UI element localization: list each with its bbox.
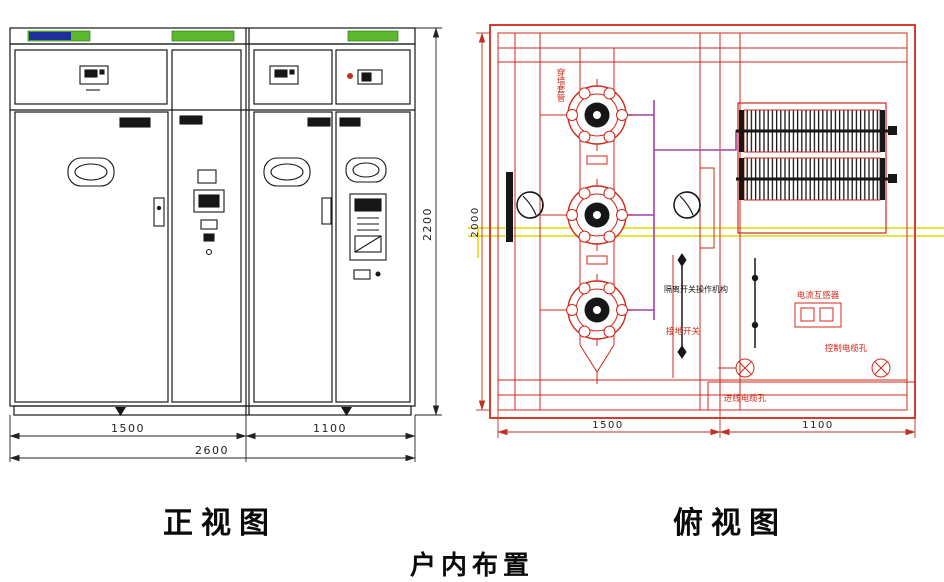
wall-bushing bbox=[560, 78, 634, 152]
door-handle bbox=[153, 197, 165, 227]
dim-top-left: 1500 bbox=[592, 420, 623, 431]
dim-front-right: 1100 bbox=[313, 422, 347, 435]
hinge-line bbox=[751, 258, 759, 348]
front-view-drawing: 1500 1100 2600 2200 bbox=[9, 27, 442, 462]
middle-mechanism bbox=[673, 167, 715, 249]
top-dimensions bbox=[476, 32, 916, 438]
right-door-a-details bbox=[263, 117, 332, 225]
layout-caption: 户内布置 bbox=[409, 551, 534, 581]
left-meter-panel bbox=[79, 65, 109, 91]
middle-instrument-column bbox=[179, 115, 225, 256]
cable-holes bbox=[707, 358, 915, 410]
dim-front-total: 2600 bbox=[195, 444, 229, 457]
dim-top-depth: 2000 bbox=[470, 206, 481, 237]
bushing-label: 穿墙套管 bbox=[555, 67, 565, 103]
control-cable-hole-label: 控制电缆孔 bbox=[825, 343, 868, 354]
top-view-caption: 俯视图 bbox=[673, 506, 787, 541]
front-dimensions bbox=[9, 27, 442, 462]
disconnector-label: 隔离开关操作机构 bbox=[664, 284, 728, 294]
dim-front-left: 1500 bbox=[111, 422, 145, 435]
frame-outline bbox=[489, 24, 916, 419]
dim-top-right: 1100 bbox=[802, 420, 833, 431]
door-handle bbox=[321, 197, 332, 225]
top-view-drawing: 穿墙套管 电流互感器 隔离开关操作机构 接地开关 控制电缆孔 进线电缆孔 150… bbox=[468, 24, 944, 438]
nameplate-blue bbox=[29, 32, 71, 40]
front-view-caption: 正视图 bbox=[163, 506, 277, 541]
roof-green-bars bbox=[27, 30, 399, 42]
earthing-switch-rod bbox=[677, 253, 687, 359]
current-transformer-box bbox=[794, 302, 842, 328]
cabinet-outline bbox=[9, 27, 416, 416]
incoming-cable-hole-label: 进线电缆孔 bbox=[724, 393, 767, 404]
left-door-details bbox=[67, 117, 165, 227]
earthing-switch-label: 接地开关 bbox=[666, 326, 701, 337]
right-meter-panels bbox=[269, 65, 383, 85]
wall-bushing bbox=[560, 273, 634, 347]
ct-label: 电流互感器 bbox=[797, 290, 840, 301]
dim-front-height: 2200 bbox=[421, 207, 434, 241]
base-feet bbox=[115, 407, 352, 416]
yellow-reference-lines bbox=[468, 227, 944, 258]
wall-bushing bbox=[560, 178, 634, 252]
right-door-b-details bbox=[339, 117, 387, 280]
left-mechanism bbox=[506, 172, 544, 242]
reactor-bank bbox=[736, 102, 897, 234]
indicator-lamp-icon bbox=[347, 73, 353, 79]
